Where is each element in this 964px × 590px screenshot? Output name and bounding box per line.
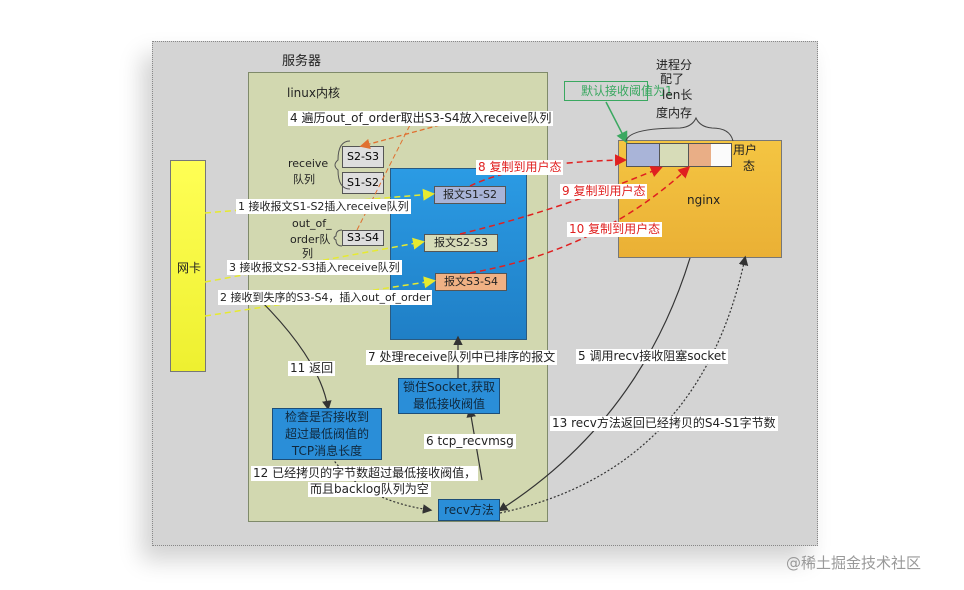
- step-4-label: 4 遍历out_of_order取出S3-S4放入receive队列: [288, 111, 554, 126]
- arrow-step-4a: [359, 124, 441, 149]
- step-12-label-1: 12 已经拷贝的字节数超过最低接收阀值，: [251, 466, 479, 481]
- receive-queue-item: S1-S2: [342, 172, 384, 194]
- step-11-label: 11 返回: [288, 361, 336, 376]
- lock-socket-line2: 最低接收阀值: [412, 397, 485, 411]
- memory-note-2: 配了: [660, 72, 685, 86]
- threshold-note-box: [564, 81, 648, 101]
- arrow-step-5: [497, 257, 691, 512]
- server-label: 服务器: [282, 54, 322, 69]
- memory-note-3: len长: [662, 88, 693, 102]
- message-s1-s2: 报文S1-S2: [434, 186, 506, 204]
- kernel-label: linux内核: [287, 86, 340, 100]
- ooo-label-2: order队: [290, 233, 331, 246]
- recv-method-box: recv方法: [438, 499, 500, 521]
- message-s3-s4: 报文S3-S4: [435, 273, 507, 291]
- ooo-queue-item: S3-S4: [342, 230, 384, 246]
- step-3-label: 3 接收报文S2-S3插入receive队列: [227, 260, 402, 275]
- check-line2: 超过最低阀值的: [284, 427, 369, 441]
- arrow-step-8: [469, 154, 627, 187]
- network-card: 网卡: [170, 160, 206, 372]
- arrow-step-11: [259, 299, 332, 411]
- nic-label: 网卡: [177, 261, 202, 275]
- memory-note-4: 度内存: [656, 106, 693, 120]
- receive-queue-item: S2-S3: [342, 146, 384, 168]
- step-7-label: 7 处理receive队列中已排序的报文: [366, 350, 558, 365]
- user-space-label-2: 态: [743, 159, 756, 173]
- check-line3: TCP消息长度: [291, 444, 363, 458]
- receive-queue-label-1: receive: [288, 157, 329, 170]
- user-space-label-1: 用户: [733, 143, 758, 157]
- step-9-label: 9 复制到用户态: [560, 184, 648, 199]
- step-13-label: 13 recv方法返回已经拷贝的S4-S1字节数: [550, 416, 778, 431]
- receive-brace: [334, 140, 351, 190]
- lock-socket-line1: 锁住Socket,获取: [403, 380, 495, 394]
- step-2-label: 2 接收到失序的S3-S4，插入out_of_order: [218, 290, 433, 305]
- buffer-segment-2: [659, 144, 689, 166]
- message-s2-s3: 报文S2-S3: [424, 234, 498, 252]
- arrow-step-13: [499, 255, 749, 514]
- memory-note-1: 进程分: [656, 58, 693, 72]
- step-8-label: 8 复制到用户态: [476, 160, 564, 175]
- memory-brace: [625, 116, 734, 142]
- step-12-label-2: 而且backlog队列为空: [308, 482, 431, 497]
- nginx-label: nginx: [687, 193, 721, 207]
- step-10-label: 10 复制到用户态: [567, 222, 663, 237]
- buffer-segment-1: [627, 144, 660, 166]
- buffer-segment-3: [688, 144, 712, 166]
- step-6-label: 6 tcp_recvmsg: [424, 434, 516, 449]
- arrow-threshold: [605, 101, 628, 144]
- ooo-brace: [333, 229, 343, 247]
- step-1-label: 1 接收报文S1-S2插入receive队列: [236, 199, 411, 214]
- check-line1: 检查是否接收到: [284, 410, 369, 424]
- watermark: @稀土掘金技术社区: [786, 554, 922, 572]
- ooo-label-3: 列: [302, 247, 313, 260]
- arrow-step-9: [459, 165, 663, 235]
- lock-socket-box: 锁住Socket,获取 最低接收阀值: [398, 378, 500, 414]
- check-length-box: 检查是否接收到 超过最低阀值的 TCP消息长度: [272, 408, 382, 460]
- receive-queue-label-2: 队列: [293, 173, 315, 186]
- threshold-note: 默认接收阈值为1: [581, 84, 673, 98]
- buffer-segment-4: [711, 144, 731, 166]
- step-5-label: 5 调用recv接收阻塞socket: [576, 349, 729, 364]
- ooo-label-1: out_of_: [292, 217, 332, 230]
